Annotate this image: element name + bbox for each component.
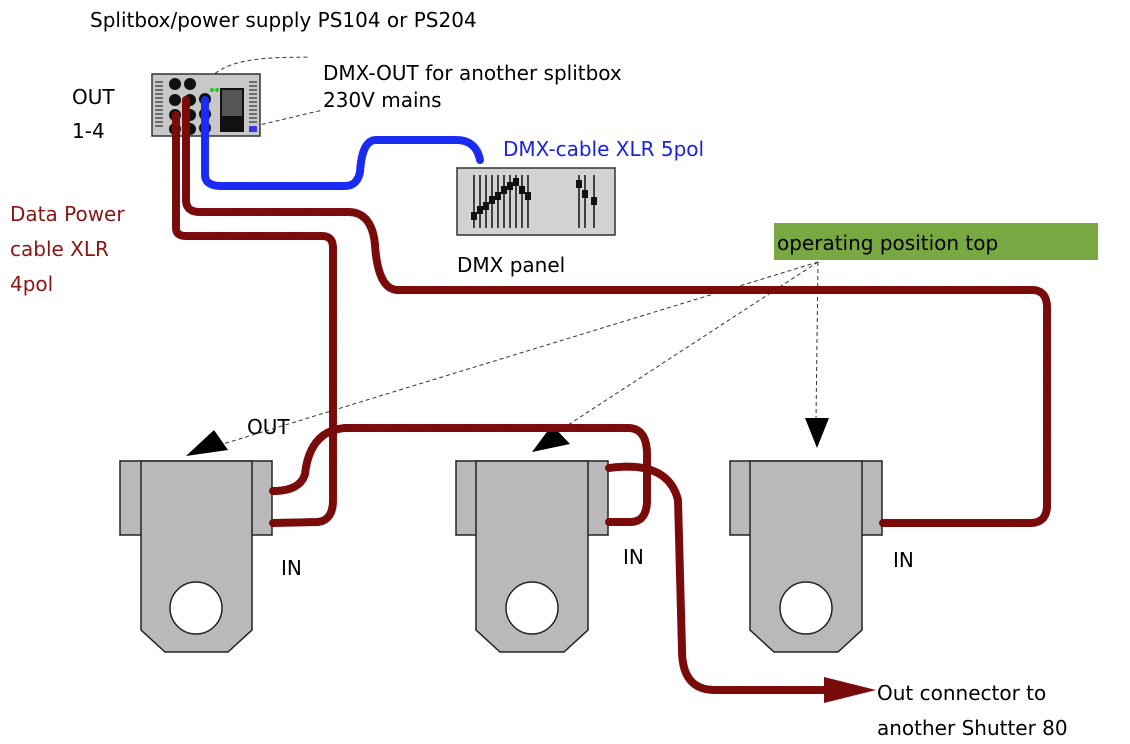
fixture2-in-label: IN [623, 545, 644, 569]
splitbox-dmx-out-leader [209, 56, 311, 79]
shutter-fixture-icon [455, 460, 609, 653]
output-cable-to-next-shutter [605, 462, 832, 694]
arrow-head-icon [805, 418, 829, 448]
power-cable-to-fixture-1 [172, 111, 337, 527]
shutter-fixture-icon [729, 460, 883, 653]
splitbox-title: Splitbox/power supply PS104 or PS204 [90, 8, 477, 32]
data-power-label-line3: 4pol [10, 272, 53, 296]
arrow-head-icon [532, 425, 570, 452]
splitbox-mains-leader [254, 109, 324, 127]
dmx-cable [201, 96, 484, 190]
dmx-fader-panel-icon [456, 167, 616, 236]
dmx-cable-label: DMX-cable XLR 5pol [503, 137, 704, 161]
dmx-out-label-line1: DMX-OUT for another splitbox [323, 61, 622, 85]
output-arrow-icon [824, 677, 876, 703]
power-cable-to-fixture-3 [182, 96, 1051, 527]
operating-position-box [774, 223, 1098, 260]
out-label-line1: OUT [72, 85, 115, 109]
out-label-line2: 1-4 [72, 119, 105, 143]
fixture1-out-label: OUT [247, 415, 290, 439]
arrow-head-icon [186, 430, 228, 456]
data-power-label-line2: cable XLR [10, 237, 109, 261]
out-connector-label-line1: Out connector to [877, 681, 1046, 705]
dmx-out-label-line2: 230V mains [323, 88, 442, 112]
operating-position-label: operating position top [777, 231, 998, 255]
data-power-label-line1: Data Power [10, 202, 125, 226]
shutter-fixture-icon [119, 460, 273, 653]
operating-leader-3 [815, 261, 819, 421]
out-connector-label-line2: another Shutter 80 [877, 716, 1068, 740]
operating-leader-2 [544, 261, 819, 441]
link-cable-fixture-1-to-2 [269, 424, 651, 526]
fixture3-in-label: IN [893, 548, 914, 572]
dmx-panel-label: DMX panel [457, 253, 565, 277]
fixture1-in-label: IN [281, 556, 302, 580]
